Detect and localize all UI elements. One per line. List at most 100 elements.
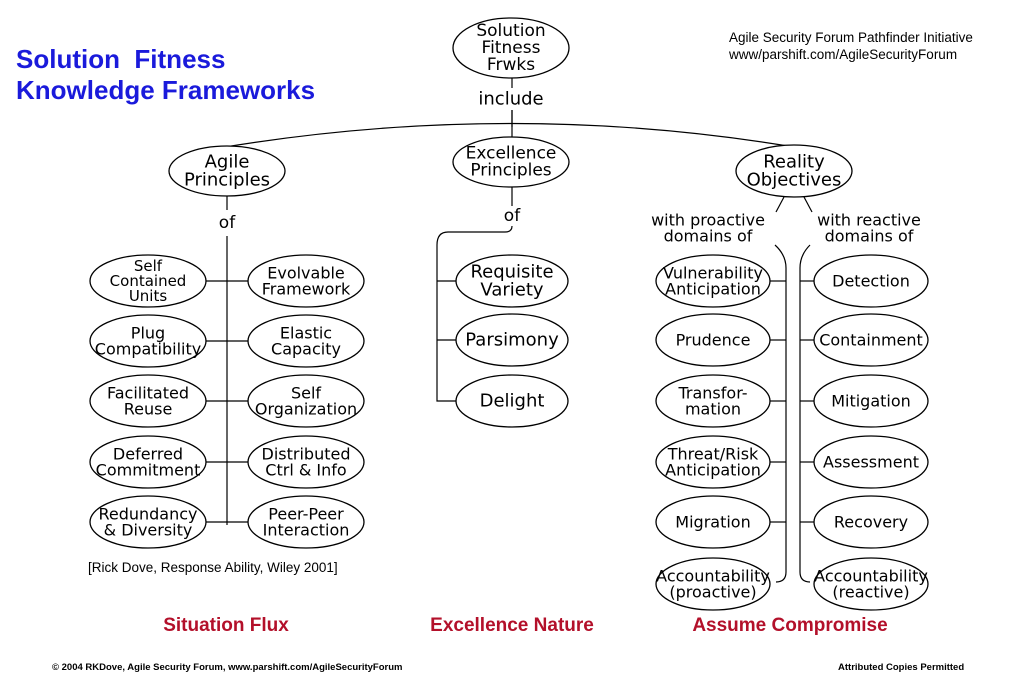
agile-item-left-1-text-line-1: Self [134, 257, 163, 275]
agile-principles-node-oval [168, 145, 286, 197]
proactive-item-6-text-line-2: (proactive) [669, 583, 756, 602]
agile-item-right-5-text-line-2: Interaction [263, 521, 350, 540]
agile-item-left-5-text-line-2: & Diversity [104, 521, 193, 540]
proactive-item-1-oval [655, 254, 771, 308]
reactive-item-2: Containment [813, 313, 929, 367]
proactive-item-4-oval [655, 435, 771, 489]
root-node-text-line-2: Fitness [482, 38, 541, 58]
root-connector-label-line-1: include [478, 89, 543, 110]
diagram-nodes: SolutionFitnessFrwksAgilePrinciplesExcel… [89, 17, 929, 611]
agile-item-left-5-oval [89, 495, 207, 549]
agile-principles-node-text-line-1: Agile [205, 152, 250, 173]
reactive-domains-label-line-1: with reactive [817, 211, 921, 230]
proactive-item-2: Prudence [655, 313, 771, 367]
reactive-domains-label-line-2: domains of [825, 227, 914, 246]
proactive-item-3: Transfor-mation [655, 374, 771, 428]
reactive-item-5-oval [813, 495, 929, 549]
agile-item-right-3-text-line-1: Self [291, 384, 321, 403]
agile-item-left-2-text-line-1: Plug [131, 324, 165, 343]
reactive-item-5: Recovery [813, 495, 929, 549]
proactive-item-6-text-line-1: Accountability [656, 567, 770, 586]
agile-item-right-2-text-line-1: Elastic [280, 324, 332, 343]
reactive-item-4-text-line-1: Assessment [823, 453, 919, 472]
agile-item-right-1-text-line-1: Evolvable [267, 264, 345, 283]
excellence-principles-node-text-line-2: Principles [470, 161, 551, 181]
proactive-item-3-text-line-2: mation [685, 400, 741, 419]
reactive-item-3-text-line-1: Mitigation [831, 392, 911, 411]
agile-item-right-1-text-line-2: Framework [262, 280, 351, 299]
reactive-item-5-text-line-1: Recovery [834, 513, 908, 532]
reactive-item-2-oval [813, 313, 929, 367]
excellence-connector-label-line-1: of [504, 206, 521, 226]
agile-item-right-1-oval [247, 254, 365, 308]
excellence-item-1-oval [455, 254, 569, 308]
reality-objectives-node-text-line-1: Reality [763, 152, 825, 173]
proactive-item-6-oval [655, 557, 771, 611]
reactive-item-4: Assessment [813, 435, 929, 489]
reactive-item-3: Mitigation [813, 374, 929, 428]
excellence-principles-node-text-line-1: Excellence [466, 144, 557, 164]
proactive-item-2-oval [655, 313, 771, 367]
agile-item-left-1-text-line-3: Units [129, 287, 168, 305]
agile-connector-label-line-1: of [219, 213, 236, 233]
reactive-item-1-oval [813, 254, 929, 308]
diagram-connectors [206, 78, 815, 583]
agile-item-left-4-oval [89, 435, 207, 489]
excellence-item-3-oval [455, 374, 569, 428]
proactive-item-6: Accountability(proactive) [655, 557, 771, 611]
excellence-principles-node-oval [452, 136, 570, 188]
agile-item-left-3-oval [89, 374, 207, 428]
agile-item-left-3-text-line-1: Facilitated [107, 384, 189, 403]
excellence-item-3: Delight [455, 374, 569, 428]
agile-item-left-1-text-line-2: Contained [110, 272, 187, 290]
agile-item-right-2-text-line-2: Capacity [271, 340, 341, 359]
agile-item-right-4-text-line-1: Distributed [262, 445, 351, 464]
proactive-item-4-text-line-1: Threat/Risk [667, 445, 759, 464]
excellence-item-3-text-line-1: Delight [480, 391, 545, 412]
page-title-line-2: Knowledge Frameworks [16, 75, 316, 105]
agile-item-right-2-oval [247, 314, 365, 368]
excellence-item-1-text-line-1: Requisite [470, 262, 553, 283]
agile-item-right-4-oval [247, 435, 365, 489]
excellence-item-2-text-line-1: Parsimony [465, 330, 559, 351]
agile-item-left-5-text-line-1: Redundancy [98, 505, 197, 524]
proactive-item-1-text-line-2: Anticipation [665, 280, 761, 299]
proactive-domains-label-line-1: with proactive [651, 211, 765, 230]
reactive-item-3-oval [813, 374, 929, 428]
root-node-text-line-1: Solution [476, 21, 545, 41]
agile-item-left-5: Redundancy& Diversity [89, 495, 207, 549]
proactive-domains-label-line-2: domains of [664, 227, 753, 246]
excellence-item-2: Parsimony [455, 313, 569, 367]
category-situation-flux: Situation Flux [163, 615, 289, 636]
footer-permission: Attributed Copies Permitted [838, 662, 965, 673]
agile-item-right-5-text-line-1: Peer-Peer [268, 505, 344, 524]
citation: [Rick Dove, Response Ability, Wiley 2001… [88, 560, 338, 575]
reality-objectives-node-text-line-2: Objectives [747, 170, 842, 191]
proactive-item-3-oval [655, 374, 771, 428]
reactive-item-6-text-line-1: Accountability [814, 567, 928, 586]
reality-objectives-node-oval [735, 144, 853, 198]
agile-item-right-4-text-line-2: Ctrl & Info [265, 461, 346, 480]
agile-item-left-4-text-line-2: Commitment [96, 461, 201, 480]
reactive-item-6-oval [813, 557, 929, 611]
initiative-note: Agile Security Forum Pathfinder Initiati… [729, 29, 973, 63]
category-excellence-nature: Excellence Nature [430, 615, 594, 636]
page-title-line-1: Solution Fitness [16, 44, 226, 74]
agile-item-left-3-text-line-2: Reuse [124, 400, 173, 419]
proactive-item-1-text-line-1: Vulnerability [663, 264, 763, 283]
agile-item-left-4-text-line-1: Deferred [113, 445, 183, 464]
reactive-item-4-oval [813, 435, 929, 489]
